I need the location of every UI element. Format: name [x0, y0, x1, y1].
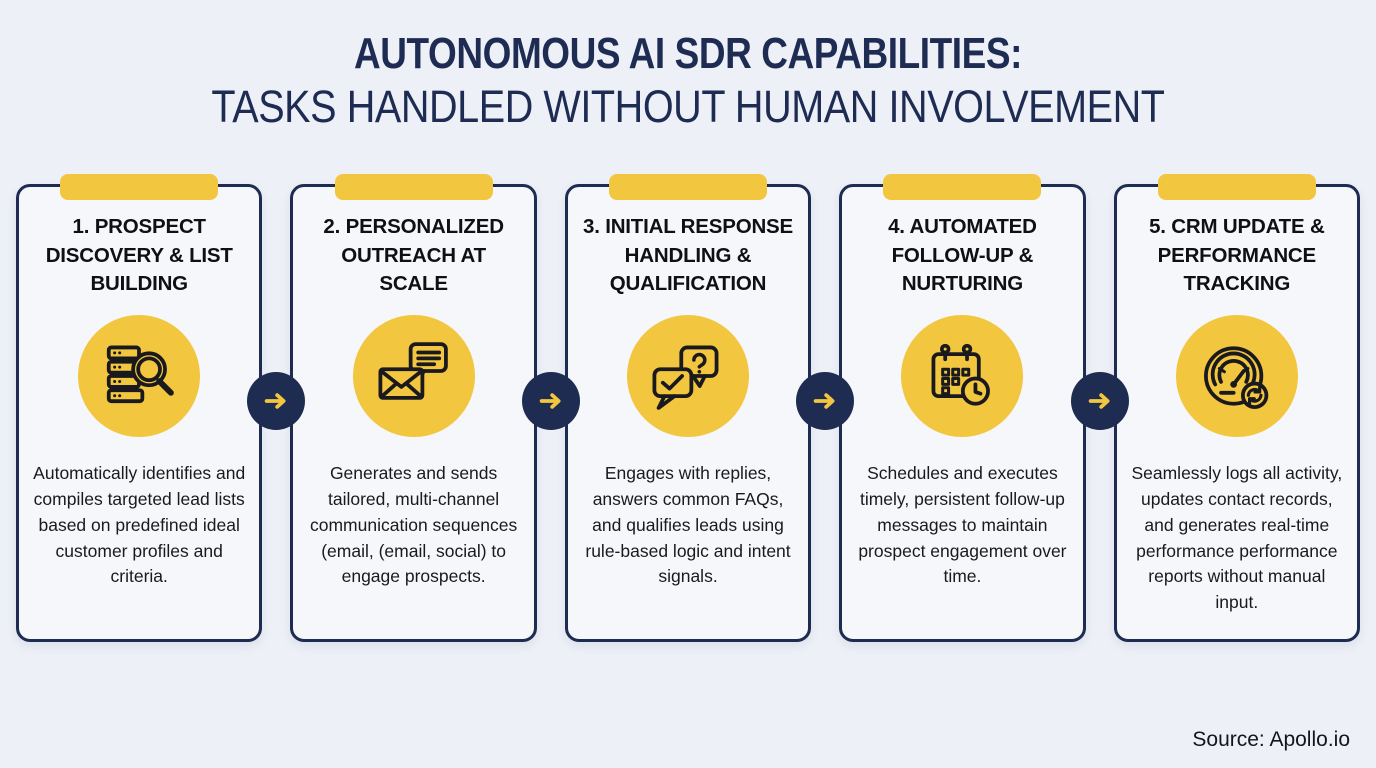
card-title: 4. AUTOMATED FOLLOW-UP & NURTURING: [888, 214, 1037, 296]
card-prospect-discovery: 1. PROSPECT DISCOVERY & LIST BUILDING Au…: [16, 173, 263, 642]
page-title: AUTONOMOUS AI SDR CAPABILITIES:: [353, 29, 1023, 78]
connector-1: [247, 184, 306, 642]
card-tab: [883, 173, 1042, 200]
arrow-right-icon: [1070, 371, 1129, 430]
card-description: Automatically identifies and compiles ta…: [33, 462, 246, 587]
database-search-icon: [78, 314, 201, 437]
card-crm-tracking: 5. CRM UPDATE & PERFORMANCE TRACKING Sea…: [1113, 173, 1361, 642]
infographic-header: AUTONOMOUS AI SDR CAPABILITIES: TASKS HA…: [0, 0, 1376, 132]
card-title: 1. PROSPECT DISCOVERY & LIST BUILDING: [45, 214, 233, 296]
card-response-handling: 3. INITIAL RESPONSE HANDLING & QUALIFICA…: [564, 173, 812, 642]
card-tab: [334, 173, 493, 200]
card-description: Seamlessly logs all activity, updates co…: [1131, 462, 1343, 613]
connector-2: [521, 184, 580, 642]
card-tab: [1157, 173, 1316, 200]
connector-3: [796, 184, 855, 642]
card-description: Generates and sends tailored, multi-chan…: [310, 462, 518, 587]
card-title: 5. CRM UPDATE & PERFORMANCE TRACKING: [1149, 214, 1325, 296]
card-personalized-outreach: 2. PERSONALIZED OUTREACH AT SCALE Genera…: [290, 173, 537, 642]
card-description: Engages with replies, answers common FAQ…: [585, 462, 791, 587]
calendar-clock-icon: [901, 314, 1024, 437]
card-tab: [60, 173, 219, 200]
source-credit: Source: Apollo.io: [1192, 728, 1350, 751]
capability-cards-row: 1. PROSPECT DISCOVERY & LIST BUILDING Au…: [16, 173, 1361, 642]
arrow-right-icon: [796, 371, 855, 430]
card-title: 2. PERSONALIZED OUTREACH AT SCALE: [323, 214, 504, 296]
connector-4: [1070, 184, 1129, 642]
chat-check-question-icon: [627, 314, 750, 437]
arrow-right-icon: [247, 371, 306, 430]
card-title: 3. INITIAL RESPONSE HANDLING & QUALIFICA…: [583, 214, 793, 296]
card-automated-followup: 4. AUTOMATED FOLLOW-UP & NURTURING Sched…: [839, 173, 1086, 642]
arrow-right-icon: [521, 371, 580, 430]
gauge-sync-icon: [1175, 314, 1298, 437]
envelope-message-icon: [352, 314, 475, 437]
page-subtitle: TASKS HANDLED WITHOUT HUMAN INVOLVEMENT: [211, 81, 1165, 133]
card-description: Schedules and executes timely, persisten…: [858, 462, 1067, 587]
card-tab: [609, 173, 768, 200]
